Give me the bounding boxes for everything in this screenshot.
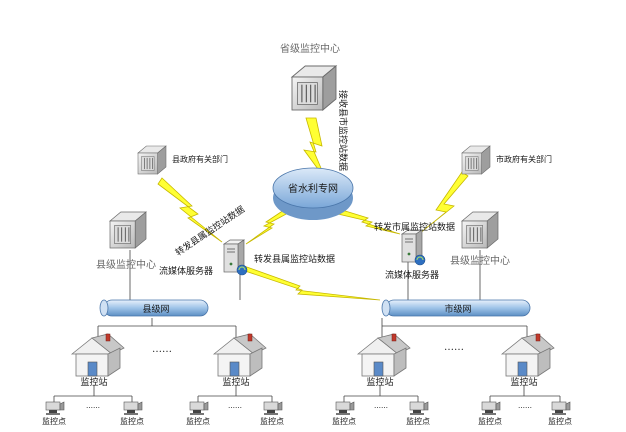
station-label: 监控站 (510, 376, 537, 388)
station-ellipsis: …… (444, 342, 464, 353)
camera-icon (551, 401, 571, 416)
wireless-links (157, 117, 469, 301)
bolt-net-city (337, 209, 401, 235)
county-network: 县级网 (99, 299, 209, 317)
station-label: 监控站 (80, 376, 107, 388)
station-label: 监控站 (222, 376, 249, 388)
camera-icon (481, 401, 501, 416)
station-icon (501, 333, 555, 377)
water-network: 省水利专网 (272, 167, 354, 220)
station-icon (357, 333, 411, 377)
link-label-receive: 接收县市监控站数据 (337, 90, 349, 171)
county-server-label: 流媒体服务器 (159, 265, 213, 277)
city-gov-label: 市政府有关部门 (496, 154, 552, 164)
station-icon (213, 333, 267, 377)
point-label: 监控点 (186, 416, 210, 426)
link-label-forward-county-2: 转发县属监控站数据 (254, 253, 335, 265)
point-label: 监控点 (478, 416, 502, 426)
camera-icon (189, 401, 209, 416)
bolt-provincial (303, 117, 327, 181)
city-network: 市级网 (381, 299, 531, 317)
county-gov-icon (137, 145, 167, 175)
county-network-label: 县级网 (142, 303, 169, 315)
camera-icon (335, 401, 355, 416)
wired-links (53, 250, 561, 402)
station-ellipsis: …… (152, 344, 172, 355)
camera-icon (45, 401, 65, 416)
city-gov-icon (461, 145, 491, 175)
point-ellipsis: …… (518, 402, 532, 410)
camera-icon (263, 401, 283, 416)
point-ellipsis: …… (228, 402, 242, 410)
point-label: 监控点 (548, 416, 572, 426)
water-network-label: 省水利专网 (288, 182, 338, 195)
county-gov-label: 县政府有关部门 (172, 154, 228, 164)
city-server-icon (401, 229, 426, 266)
point-label: 监控点 (406, 416, 430, 426)
camera-icon (123, 401, 143, 416)
bolt-city-gov (413, 171, 469, 239)
point-ellipsis: …… (374, 402, 388, 410)
county-center-label: 县级监控中心 (96, 258, 156, 271)
station-label: 监控站 (366, 376, 393, 388)
station-icon (71, 333, 125, 377)
city-network-label: 市级网 (444, 303, 471, 315)
city-center-label: 县级监控中心 (450, 254, 510, 267)
bolt-county-gov (157, 177, 223, 243)
city-center-icon (461, 211, 499, 249)
camera-icon (409, 401, 429, 416)
city-server-label: 流媒体服务器 (385, 269, 439, 281)
provincial-center-label: 省级监控中心 (280, 42, 340, 55)
point-label: 监控点 (42, 416, 66, 426)
bolt-server-city (241, 265, 381, 301)
bolt-net-county (245, 209, 292, 245)
point-label: 监控点 (120, 416, 144, 426)
point-label: 监控点 (332, 416, 356, 426)
point-ellipsis: …… (86, 402, 100, 410)
provincial-center-icon (291, 65, 337, 111)
link-label-forward-city: 转发市属监控站数据 (374, 221, 455, 233)
county-center-icon (109, 211, 147, 249)
county-server-icon (223, 239, 248, 276)
point-label: 监控点 (260, 416, 284, 426)
